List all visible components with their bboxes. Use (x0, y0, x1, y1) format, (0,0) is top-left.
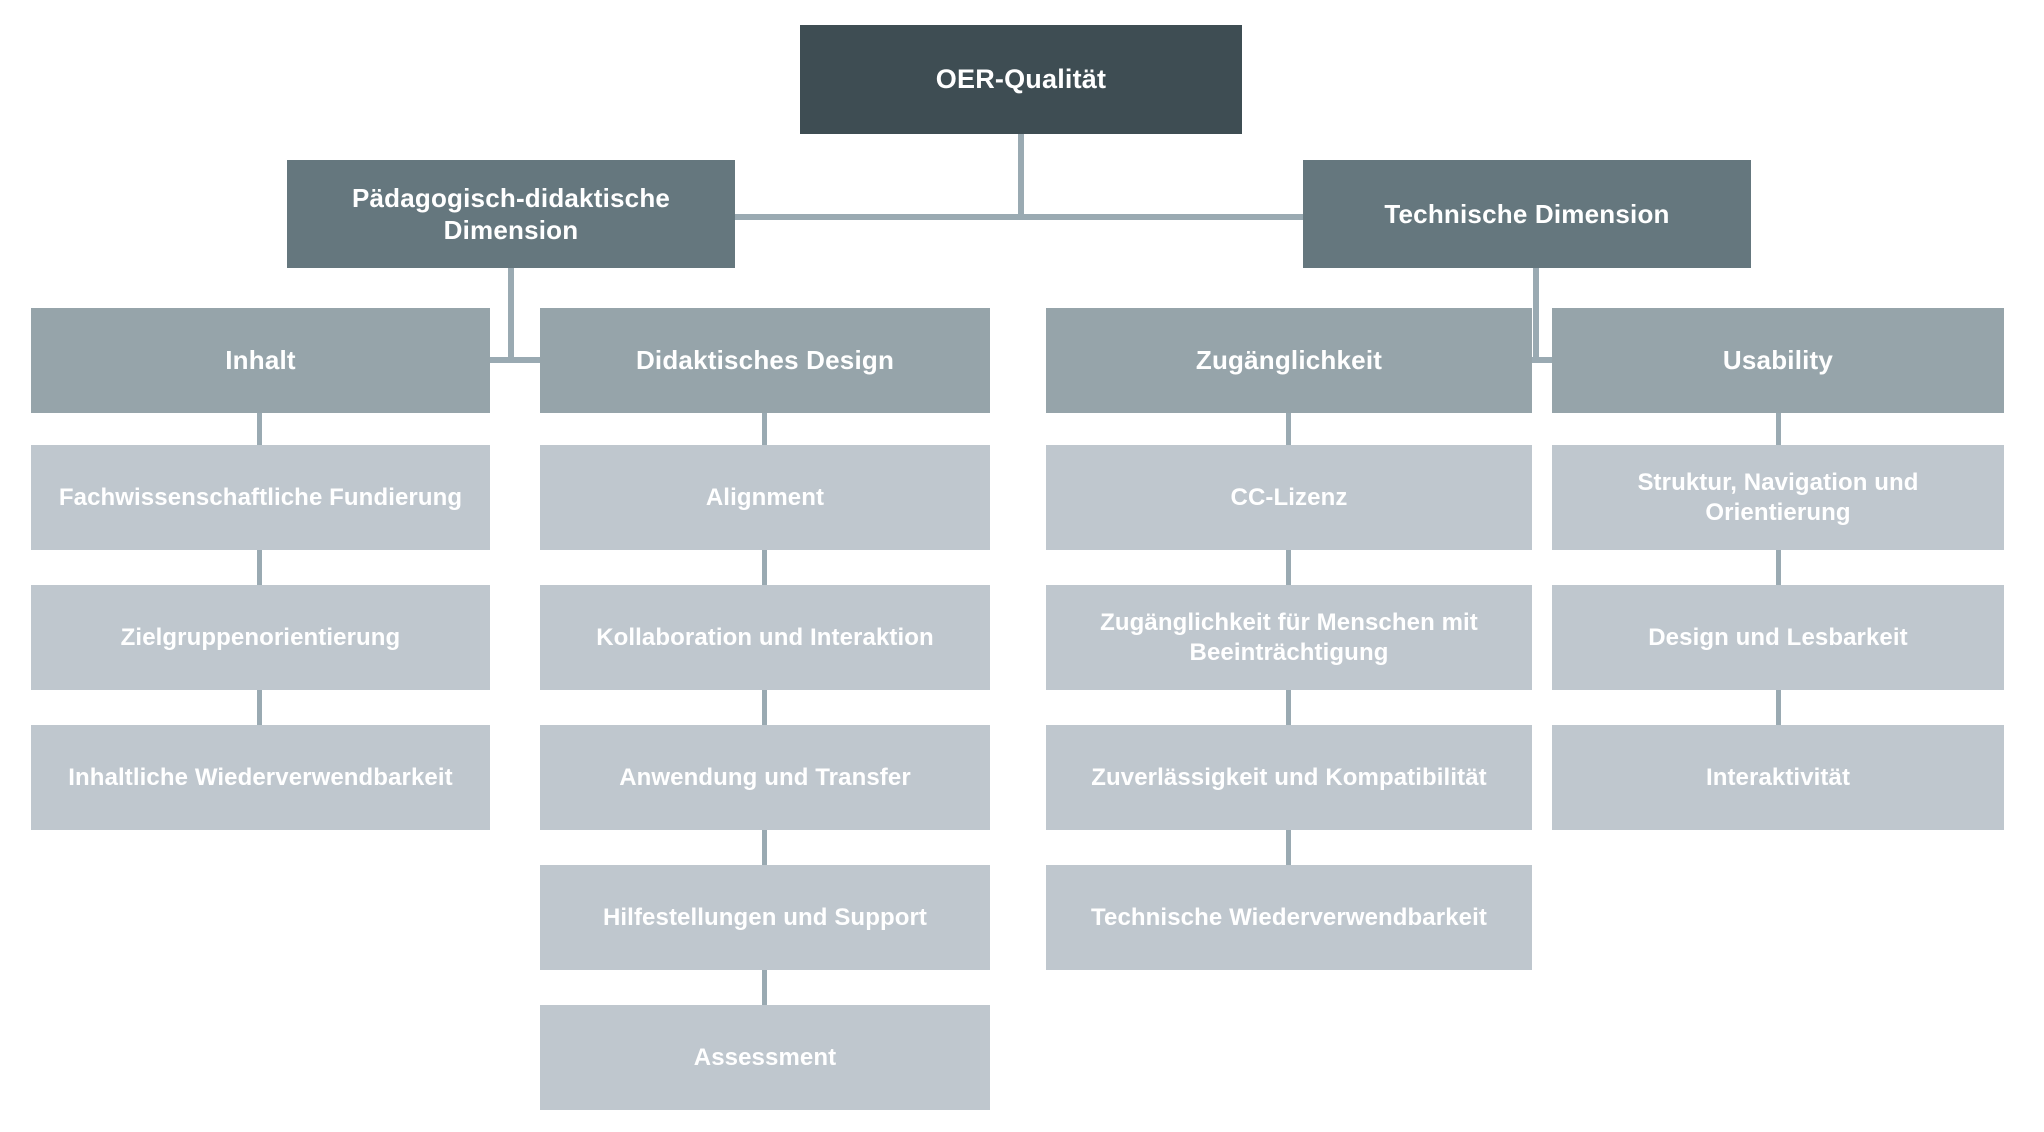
node-paedagogisch-didaktische-dimension[interactable]: Pädagogisch-didaktische Dimension (287, 160, 735, 268)
node-label: Interaktivität (1705, 763, 1851, 791)
connector-technical-stem (1533, 268, 1539, 363)
node-label: Inhaltliche Wiederverwendbarkeit (68, 763, 453, 791)
connector-dimensions-bar (735, 214, 1303, 220)
node-criterion-hilfestellungen-und-support[interactable]: Hilfestellungen und Support (540, 865, 990, 970)
node-criterion-inhaltliche-wiederverwendbarkeit[interactable]: Inhaltliche Wiederverwendbarkeit (31, 725, 490, 830)
node-label: Design und Lesbarkeit (1648, 623, 1908, 651)
node-criterion-alignment[interactable]: Alignment (540, 445, 990, 550)
connector-root-stem (1018, 134, 1024, 218)
node-label: Zugänglichkeit für Menschen mit Beeinträ… (1100, 608, 1478, 666)
node-criterion-zugaenglichkeit-fuer-menschen-mit-beeintraechtigung[interactable]: Zugänglichkeit für Menschen mit Beeinträ… (1046, 585, 1532, 690)
node-label: CC-Lizenz (1230, 483, 1348, 511)
node-criterion-design-und-lesbarkeit[interactable]: Design und Lesbarkeit (1552, 585, 2004, 690)
connector-pedagogical-stem (508, 268, 514, 363)
node-technische-dimension[interactable]: Technische Dimension (1303, 160, 1751, 268)
node-criterion-kollaboration-und-interaktion[interactable]: Kollaboration und Interaktion (540, 585, 990, 690)
node-label: Fachwissenschaftliche Fundierung (58, 483, 463, 511)
node-criterion-fachwissenschaftliche-fundierung[interactable]: Fachwissenschaftliche Fundierung (31, 445, 490, 550)
node-criterion-zielgruppenorientierung[interactable]: Zielgruppenorientierung (31, 585, 490, 690)
node-label: Usability (1722, 345, 1834, 376)
node-label: Assessment (693, 1043, 837, 1071)
node-label: Anwendung und Transfer (619, 763, 911, 791)
node-label: Zugänglichkeit (1195, 345, 1383, 376)
node-label: Didaktisches Design (635, 345, 895, 376)
node-label: Struktur, Navigation und Orientierung (1637, 468, 1919, 526)
node-label: OER-Qualität (935, 63, 1107, 94)
connector-pedagogical-bar (483, 357, 543, 363)
node-criterion-technische-wiederverwendbarkeit[interactable]: Technische Wiederverwendbarkeit (1046, 865, 1532, 970)
node-label: Zuverlässigkeit und Kompatibilität (1091, 763, 1487, 791)
node-label: Kollaboration und Interaktion (596, 623, 934, 651)
node-label: Technische Wiederverwendbarkeit (1091, 903, 1487, 931)
node-label: Technische Dimension (1384, 198, 1670, 229)
node-label: Inhalt (225, 345, 296, 376)
node-criterion-interaktivitaet[interactable]: Interaktivität (1552, 725, 2004, 830)
node-usability[interactable]: Usability (1552, 308, 2004, 413)
node-zugaenglichkeit[interactable]: Zugänglichkeit (1046, 308, 1532, 413)
node-criterion-struktur-navigation-und-orientierung[interactable]: Struktur, Navigation und Orientierung (1552, 445, 2004, 550)
node-inhalt[interactable]: Inhalt (31, 308, 490, 413)
node-label: Pädagogisch-didaktische Dimension (351, 182, 671, 246)
node-label: Hilfestellungen und Support (602, 903, 928, 931)
node-oer-qualitaet[interactable]: OER-Qualität (800, 25, 1242, 134)
node-criterion-cc-lizenz[interactable]: CC-Lizenz (1046, 445, 1532, 550)
node-criterion-assessment[interactable]: Assessment (540, 1005, 990, 1110)
node-didaktisches-design[interactable]: Didaktisches Design (540, 308, 990, 413)
node-label: Zielgruppenorientierung (120, 623, 401, 651)
node-label: Alignment (705, 483, 825, 511)
node-criterion-zuverlaessigkeit-und-kompatibilitaet[interactable]: Zuverlässigkeit und Kompatibilität (1046, 725, 1532, 830)
node-criterion-anwendung-und-transfer[interactable]: Anwendung und Transfer (540, 725, 990, 830)
